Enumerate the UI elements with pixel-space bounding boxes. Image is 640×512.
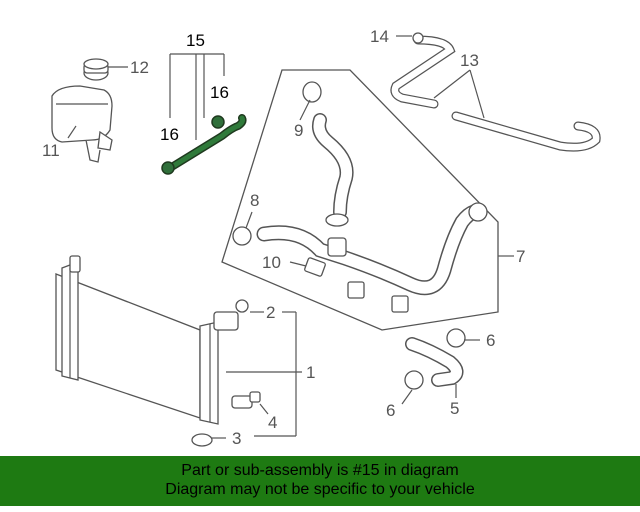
callout-3: 3 (232, 429, 241, 448)
banner-line-2: Diagram may not be specific to your vehi… (165, 481, 475, 498)
coolant-reservoir (51, 85, 113, 163)
callout-6-right: 6 (486, 331, 495, 350)
leader-lines (67, 35, 514, 439)
heater-hoses (390, 32, 601, 152)
upper-radiator-hose (302, 81, 354, 227)
callout-10: 10 (262, 253, 281, 272)
callout-9: 9 (294, 121, 303, 140)
parts-diagram: 15 16 16 12 11 14 13 9 8 10 7 2 1 4 3 6 … (42, 27, 601, 448)
callout-2: 2 (266, 303, 275, 322)
radiator-mounting-parts (191, 299, 261, 447)
reservoir-cap (83, 58, 109, 81)
radiator (55, 255, 239, 425)
callout-1: 1 (306, 363, 315, 382)
callout-15: 15 (186, 31, 205, 50)
bypass-hose (404, 328, 466, 390)
callout-13: 13 (460, 51, 479, 70)
callout-16-upper: 16 (210, 83, 229, 102)
highlighted-hose-assembly (161, 114, 247, 175)
info-banner: Part or sub-assembly is #15 in diagram D… (0, 456, 640, 506)
banner-line-1: Part or sub-assembly is #15 in diagram (181, 462, 459, 479)
callout-5: 5 (450, 399, 459, 418)
lower-hose-assembly (232, 202, 488, 313)
hose-group-panel (221, 69, 499, 331)
callout-6-left: 6 (386, 401, 395, 420)
callout-16-lower: 16 (160, 125, 179, 144)
callout-12: 12 (130, 58, 149, 77)
callout-7: 7 (516, 247, 525, 266)
callout-14: 14 (370, 27, 389, 46)
callout-4: 4 (268, 413, 277, 432)
callout-8: 8 (250, 191, 259, 210)
callout-11: 11 (42, 141, 60, 160)
